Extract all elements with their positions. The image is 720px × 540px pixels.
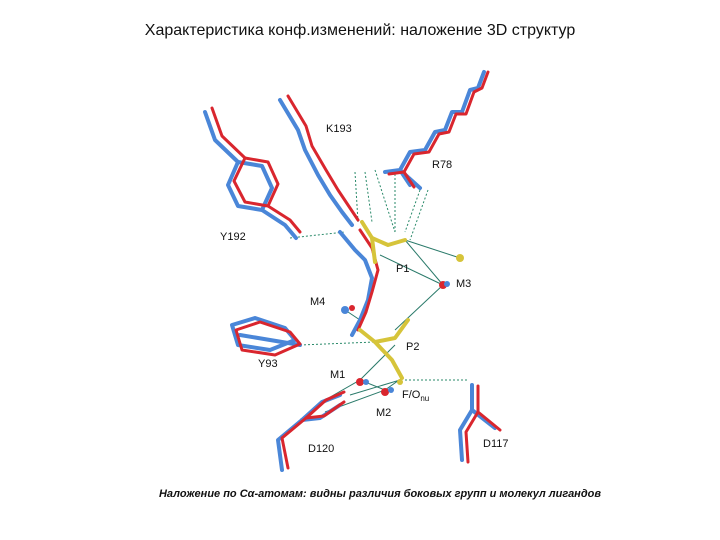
label-m2: M2 — [376, 407, 391, 419]
label-f-onu: F/Onu — [402, 389, 429, 403]
label-y93: Y93 — [258, 358, 278, 370]
structure-blue — [203, 70, 497, 472]
label-d117: D117 — [483, 438, 508, 450]
label-p2: P2 — [406, 341, 419, 353]
m2-ion — [381, 388, 389, 396]
structure-red — [210, 70, 502, 470]
figure-caption: Наложение по Cα-атомам: видны различия б… — [158, 488, 601, 500]
water-atom — [456, 254, 464, 262]
label-d120: D120 — [308, 443, 334, 455]
label-k193: K193 — [326, 123, 352, 135]
label-m1: M1 — [330, 369, 345, 381]
fonu-atom — [397, 379, 403, 385]
m4-ion — [341, 306, 349, 314]
label-y192: Y192 — [220, 231, 246, 243]
atoms — [341, 254, 464, 396]
metal-contacts — [324, 239, 461, 413]
label-m3: M3 — [456, 278, 471, 290]
label-r78: R78 — [432, 159, 452, 171]
m1-ion — [356, 378, 364, 386]
contact-lines — [289, 169, 468, 381]
ligand — [358, 220, 410, 380]
label-p1: P1 — [396, 263, 409, 275]
label-m4: M4 — [310, 296, 325, 308]
slide-title: Характеристика конф.изменений: наложение… — [144, 22, 576, 39]
